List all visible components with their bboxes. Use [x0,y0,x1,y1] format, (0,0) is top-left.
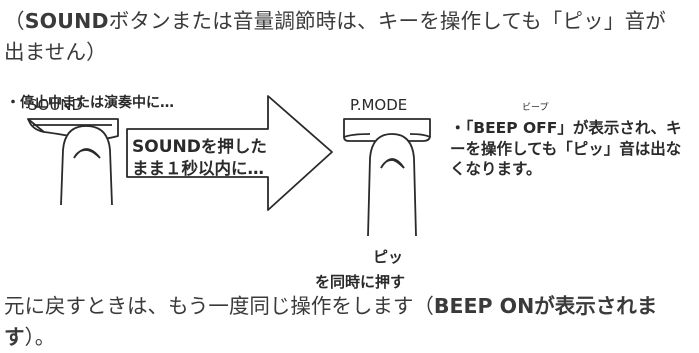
arrow-line1-text: を押した [200,137,267,156]
arrow-line2-text: まま１秒以内に… [132,159,264,178]
outro-end: ）。 [24,325,56,349]
outro-bold: BEEP ONが表示されます [4,294,658,349]
outro-paragraph: 元に戻すときは、もう一度同じ操作をします（BEEP ONが表示されます）。 [4,291,696,353]
arrow-shape [126,95,333,211]
outro-text: 元に戻すときは、もう一度同じ操作をします（ [4,294,434,318]
intro-line2-text: 出ません） [4,40,107,64]
intro-open-paren: （ [4,9,25,33]
sound-label: SOUND [28,96,84,114]
beep-ruby: ビープ [522,103,549,113]
pipp-label: ピッ [373,248,404,266]
arrow-instruction: SOUNDを押した まま１秒以内に… [132,136,267,179]
pmode-button-illustration [343,118,431,142]
intro-line1-text: ボタンまたは音量調節時は、キーを操作しても「ピッ」音が [108,9,666,33]
right-finger-icon [367,133,417,237]
beep-off-note: ・「BEEP OFF」が表示され、キーを操作しても「ピッ」音は出なくなります。 [450,119,682,178]
left-finger-icon [60,125,113,206]
subheading: ・停止中または演奏中に… [6,95,174,111]
intro-sound-word: SOUND [24,9,109,33]
button-press-diagram [27,95,431,237]
press-simultaneously-label: を同時に押す [315,273,406,291]
pmode-label: P.MODE [350,96,408,114]
intro-paragraph: （SOUNDボタンまたは音量調節時は、キーを操作しても「ピッ」音が 出ません） [4,6,694,68]
arrow-sound-word: SOUND [132,137,201,157]
